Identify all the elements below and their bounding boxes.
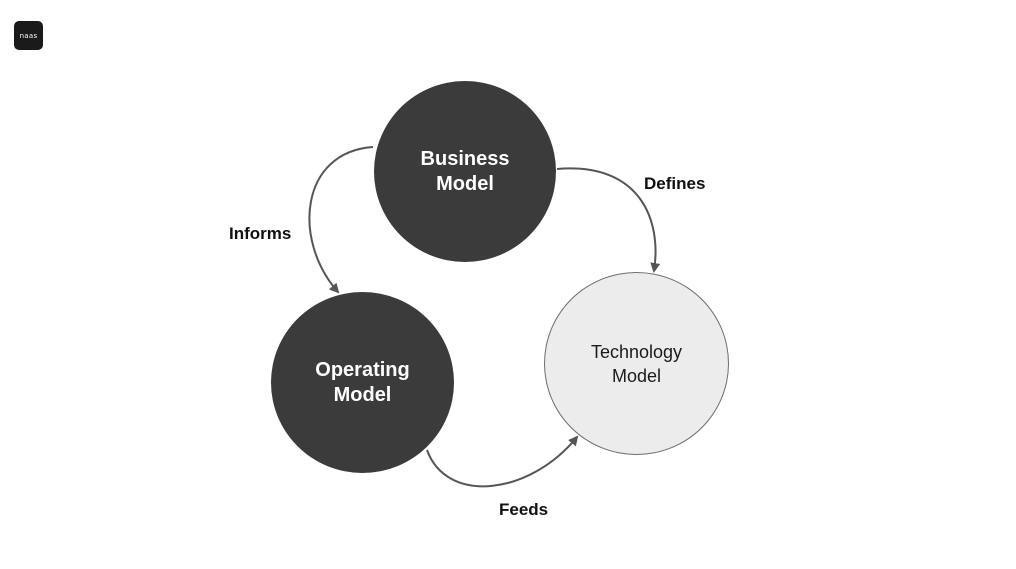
feeds-arrow <box>426 435 579 488</box>
operating-model-label-line1: Operating <box>315 358 410 381</box>
operating-model-node: Operating Model <box>271 292 454 473</box>
informs-label: Informs <box>229 224 292 243</box>
technology-model-label-line2: Model <box>611 365 661 386</box>
technology-model-node: Technology Model <box>544 272 729 455</box>
technology-model-label-line1: Technology <box>590 341 683 362</box>
feeds-label: Feeds <box>499 500 549 519</box>
informs-arrow <box>308 146 374 294</box>
business-model-node: Business Model <box>374 81 556 262</box>
logo-text: naas <box>19 31 38 40</box>
business-model-label-line1: Business <box>420 147 510 170</box>
naas-logo: naas <box>14 21 43 50</box>
business-model-label-line2: Model <box>436 172 494 195</box>
operating-model-label-line2: Model <box>333 383 392 406</box>
defines-arrow <box>556 167 661 273</box>
defines-label: Defines <box>644 174 706 193</box>
